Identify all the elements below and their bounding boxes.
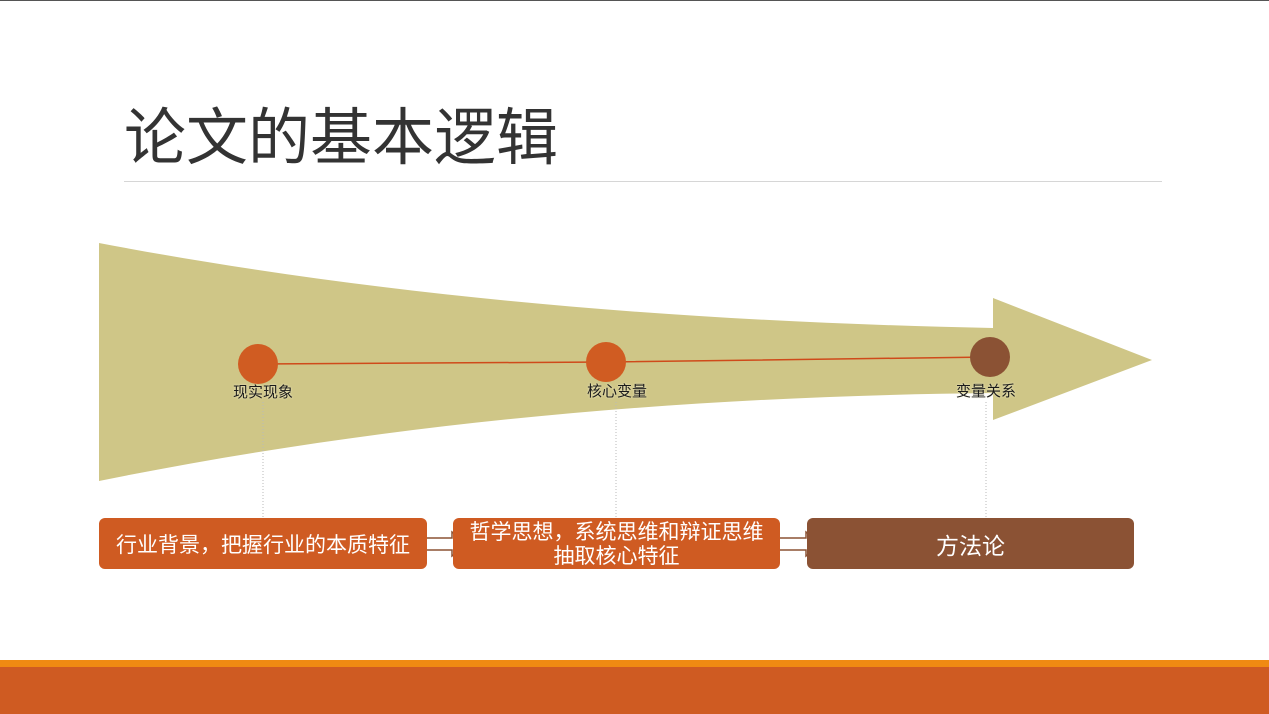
box-industry-background-text: 行业背景，把握行业的本质特征 (116, 532, 410, 557)
node-label-core-variables: 核心变量 (586, 382, 648, 400)
node-variable-relations (970, 337, 1010, 377)
box-industry-background: 行业背景，把握行业的本质特征 (99, 518, 427, 569)
footer-bar (0, 667, 1269, 714)
box-philosophical-thinking: 哲学思想，系统思维和辩证思维抽取核心特征 (453, 518, 780, 569)
node-reality-phenomenon (238, 344, 278, 384)
box-methodology: 方法论 (807, 518, 1134, 569)
node-label-variable-relations: 变量关系 (955, 382, 1017, 400)
node-core-variables (586, 342, 626, 382)
slide-title: 论文的基本逻辑 (124, 101, 559, 174)
node-label-reality-phenomenon: 现实现象 (232, 383, 294, 401)
slide-top-border (0, 0, 1269, 1)
title-divider (124, 181, 1162, 182)
box-philosophical-thinking-text: 哲学思想，系统思维和辩证思维抽取核心特征 (469, 519, 764, 568)
footer-accent-stripe (0, 660, 1269, 667)
box-methodology-text: 方法论 (936, 533, 1005, 560)
